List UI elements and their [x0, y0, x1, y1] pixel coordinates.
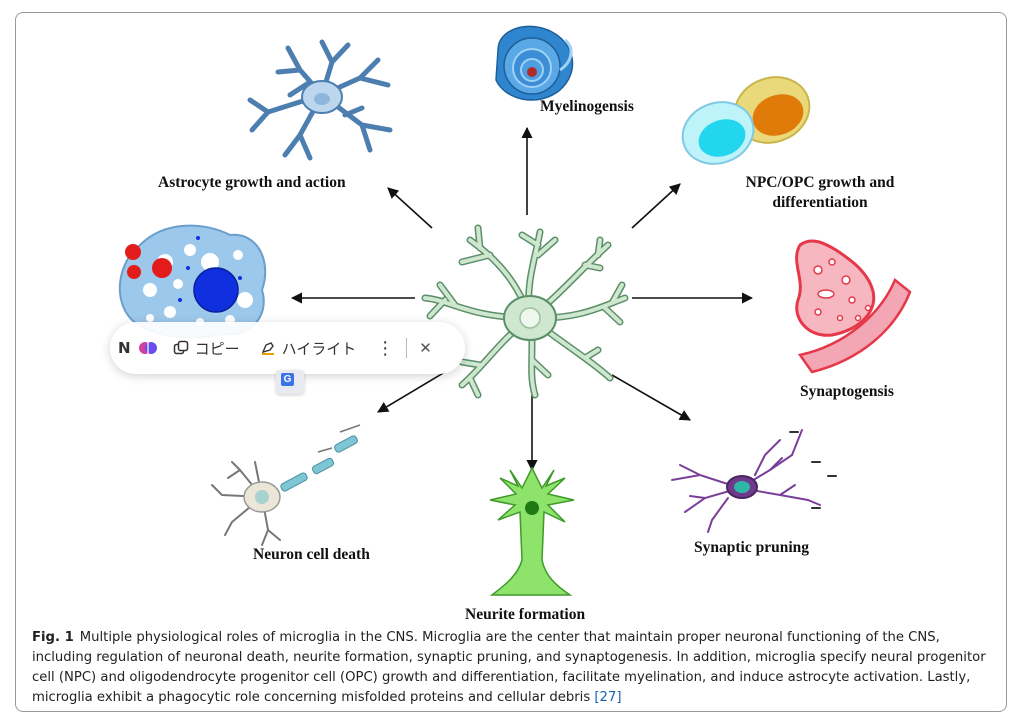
label-npc-opc-line1: NPC/OPC growth and — [745, 174, 895, 191]
arrow-to-death — [377, 371, 446, 413]
label-synaptogenesis: Synaptogensis — [800, 383, 894, 400]
npc-opc-cells — [681, 76, 811, 165]
caption-citation-link[interactable]: [27] — [594, 690, 622, 705]
highlighter-icon — [260, 340, 276, 356]
copy-label: コピー — [194, 339, 240, 358]
label-myelinogenesis: Myelinogensis — [540, 98, 634, 115]
translate-glyph: G — [281, 373, 294, 386]
arrow-to-npc — [631, 183, 681, 229]
synapse-structure — [795, 239, 912, 374]
copy-icon — [173, 340, 189, 356]
phagocyte-cell — [118, 224, 267, 339]
arrow-to-astrocyte — [387, 187, 433, 229]
caption-text: Multiple physiological roles of microgli… — [32, 630, 986, 705]
close-icon[interactable]: ✕ — [419, 339, 432, 357]
brain-icon[interactable] — [138, 339, 157, 357]
popup-leading-text: N — [118, 339, 131, 357]
label-astrocyte: Astrocyte growth and action — [158, 174, 346, 191]
arrow-to-pruning — [611, 374, 691, 421]
arrows — [290, 126, 754, 472]
neurite-cell — [489, 466, 575, 596]
translate-icon[interactable]: G — [276, 370, 304, 394]
microglia-cell — [421, 224, 629, 399]
caption-fig-number: Fig. 1 — [32, 630, 74, 645]
label-npc-opc: NPC/OPC growth and differentiation — [725, 173, 915, 213]
label-neuron-cell-death: Neuron cell death — [253, 546, 370, 563]
label-npc-opc-line2: differentiation — [772, 194, 868, 211]
highlight-label: ハイライト — [281, 339, 357, 358]
myelin-sheath — [495, 25, 574, 101]
pruning-neuron — [671, 429, 837, 533]
copy-button[interactable]: コピー — [173, 338, 240, 359]
label-synaptic-pruning: Synaptic pruning — [694, 539, 810, 556]
selection-popup: N コピー ハイライト ⋮ ✕ — [110, 322, 465, 374]
highlight-button[interactable]: ハイライト — [260, 338, 357, 359]
label-neurite-formation: Neurite formation — [465, 606, 586, 623]
more-options-icon[interactable]: ⋮ — [376, 337, 395, 359]
dying-neuron — [211, 424, 361, 546]
astrocyte-cell — [247, 39, 393, 161]
popup-divider — [406, 338, 408, 358]
